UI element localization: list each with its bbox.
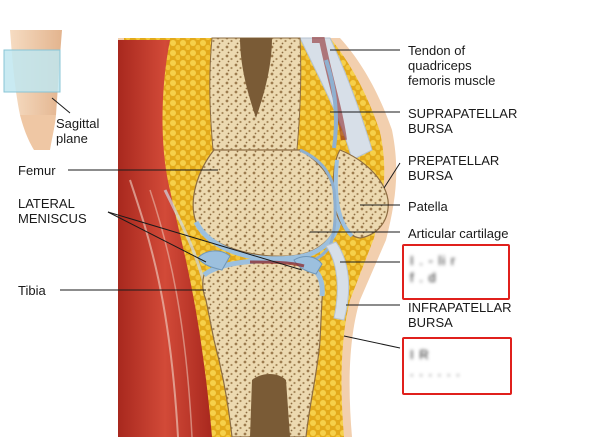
tendon-line3: femoris muscle [408, 73, 496, 88]
answer-box-2[interactable] [402, 337, 512, 395]
suprapatellar-line1: SUPRAPATELLAR [408, 106, 518, 121]
prepatellar-bursa-label: PREPATELLAR BURSA [408, 153, 499, 183]
suprapatellar-line2: BURSA [408, 121, 453, 136]
answer-box-2-line2: . . . . . . [410, 364, 461, 379]
lateral-meniscus-label: LATERAL MENISCUS [18, 196, 87, 226]
femur-label: Femur [18, 163, 56, 178]
tendon-line2: quadriceps [408, 58, 472, 73]
leader-lines [60, 49, 401, 349]
answer-box-1-line2: f . d [410, 270, 437, 285]
articular-cartilage-label: Articular cartilage [408, 226, 509, 241]
prepatellar-line1: PREPATELLAR [408, 153, 500, 168]
infrapatellar-line1: INFRAPATELLAR [408, 300, 512, 315]
suprapatellar-bursa-label: SUPRAPATELLAR BURSA [408, 106, 517, 136]
patella-label: Patella [408, 199, 448, 214]
answer-box-1-text: I . - li r f . d [410, 252, 456, 286]
answer-box-1-line1: I . - li r [410, 253, 457, 268]
infrapatellar-bursa-label: INFRAPATELLAR BURSA [408, 300, 512, 330]
answer-box-1[interactable] [402, 244, 510, 300]
tendon-line1: Tendon of [408, 43, 466, 58]
prepatellar-line2: BURSA [408, 168, 453, 183]
tendon-quadriceps-label: Tendon of quadriceps femoris muscle [408, 43, 495, 88]
answer-box-2-text: I R . . . . . . [410, 346, 461, 380]
tibia-label: Tibia [18, 283, 46, 298]
sagittal-line2: plane [56, 131, 88, 146]
sagittal-inset-thumbnail [3, 30, 71, 150]
answer-box-2-line1: I R [410, 347, 430, 362]
lateral-meniscus-line1: LATERAL [18, 196, 75, 211]
infrapatellar-line2: BURSA [408, 315, 453, 330]
sagittal-plane-label: Sagittal plane [56, 116, 99, 146]
lateral-meniscus-line2: MENISCUS [18, 211, 87, 226]
sagittal-line1: Sagittal [56, 116, 100, 131]
